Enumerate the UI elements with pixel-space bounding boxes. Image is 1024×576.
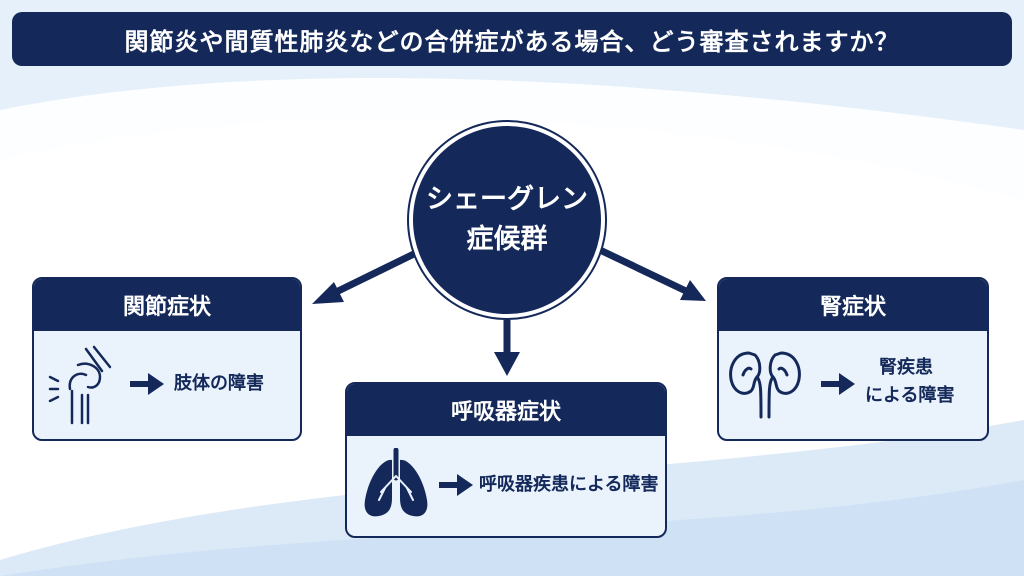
card-kidney-result-line2: による障害 — [865, 385, 955, 406]
card-respiratory-header: 呼吸器症状 — [347, 384, 665, 436]
card-respiratory-symptoms: 呼吸器症状 呼吸器疾患による障害 — [345, 382, 667, 538]
card-joint-title: 関節症状 — [122, 295, 211, 320]
arrow-to-joint — [312, 246, 424, 304]
knee-joint-icon — [48, 345, 112, 425]
card-kidney-title: 腎症状 — [819, 295, 886, 320]
card-kidney-symptoms: 腎症状 腎疾患 による障害 — [717, 277, 989, 441]
arrow-right-icon — [821, 373, 855, 395]
page-title: 関節炎や間質性肺炎などの合併症がある場合、どう審査されますか？ — [124, 27, 900, 56]
kidneys-icon — [729, 351, 801, 419]
center-label-line2: 症候群 — [466, 224, 548, 255]
arrow-right-icon — [130, 373, 164, 395]
lungs-icon — [364, 448, 428, 517]
arrow-to-respiratory — [494, 320, 520, 376]
card-kidney-result-line1: 腎疾患 — [879, 357, 933, 378]
center-condition-circle: シェーグレン 症候群 — [413, 126, 601, 314]
arrow-to-kidney — [598, 246, 706, 301]
card-joint-header: 関節症状 — [34, 279, 300, 331]
card-respiratory-title: 呼吸器症状 — [450, 400, 561, 425]
header-banner: 関節炎や間質性肺炎などの合併症がある場合、どう審査されますか？ — [12, 12, 1012, 66]
card-kidney-header: 腎症状 — [719, 279, 987, 331]
card-joint-result: 肢体の障害 — [174, 373, 264, 394]
card-respiratory-result: 呼吸器疾患による障害 — [479, 474, 659, 495]
center-label-line1: シェーグレン — [426, 184, 588, 215]
card-joint-symptoms: 関節症状 肢体の障害 — [32, 277, 302, 441]
arrow-right-icon — [439, 474, 473, 496]
